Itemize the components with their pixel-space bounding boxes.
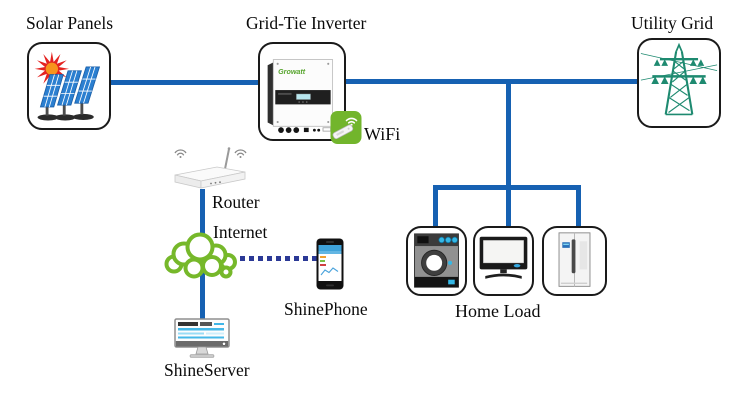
line-drop-tv (506, 185, 511, 228)
inverter-display (296, 93, 311, 100)
inverter-icon: Growatt (267, 59, 334, 134)
line-solar-to-inverter (111, 80, 259, 85)
internet-cloud-icon (160, 228, 244, 288)
router-icon (165, 142, 257, 194)
inverter-brand-text: Growatt (278, 68, 306, 76)
solar-panels-label: Solar Panels (26, 13, 114, 33)
solar-panel-array (39, 66, 101, 108)
wifi-label: WiFi (364, 124, 401, 144)
wifi-wave-right-icon (234, 149, 247, 156)
shineserver-icon (174, 318, 230, 360)
line-drop-to-homeload (506, 79, 511, 190)
shinephone-icon (316, 238, 344, 290)
solar-panels-icon (34, 51, 101, 121)
washing-machine-box (406, 226, 467, 296)
router-antenna (224, 148, 230, 170)
home-load-label: Home Load (455, 301, 541, 321)
fridge-box (542, 226, 607, 296)
line-dotted-cloud-to-phone (240, 256, 319, 261)
line-inverter-to-utility (345, 79, 638, 84)
utility-tower-icon (640, 42, 718, 116)
tv-icon (479, 236, 528, 279)
grid-tie-inverter-label: Grid-Tie Inverter (246, 13, 367, 33)
wifi-signal-icon (345, 117, 358, 124)
tv-box (473, 226, 534, 296)
insulator-shapes (651, 59, 707, 84)
utility-grid-box (637, 38, 721, 128)
line-drop-fridge (576, 185, 581, 228)
router-label: Router (212, 192, 260, 212)
shineserver-label: ShineServer (164, 360, 250, 380)
washing-machine-icon (414, 233, 459, 288)
wifi-dongle-icon (330, 110, 362, 145)
shinephone-label: ShinePhone (284, 299, 368, 319)
internet-label: Internet (213, 222, 268, 242)
utility-grid-label: Utility Grid (631, 13, 714, 33)
line-drop-washer (433, 185, 438, 228)
wifi-wave-left-icon (174, 149, 187, 156)
solar-panels-box (27, 42, 111, 130)
fridge-icon (558, 232, 591, 287)
